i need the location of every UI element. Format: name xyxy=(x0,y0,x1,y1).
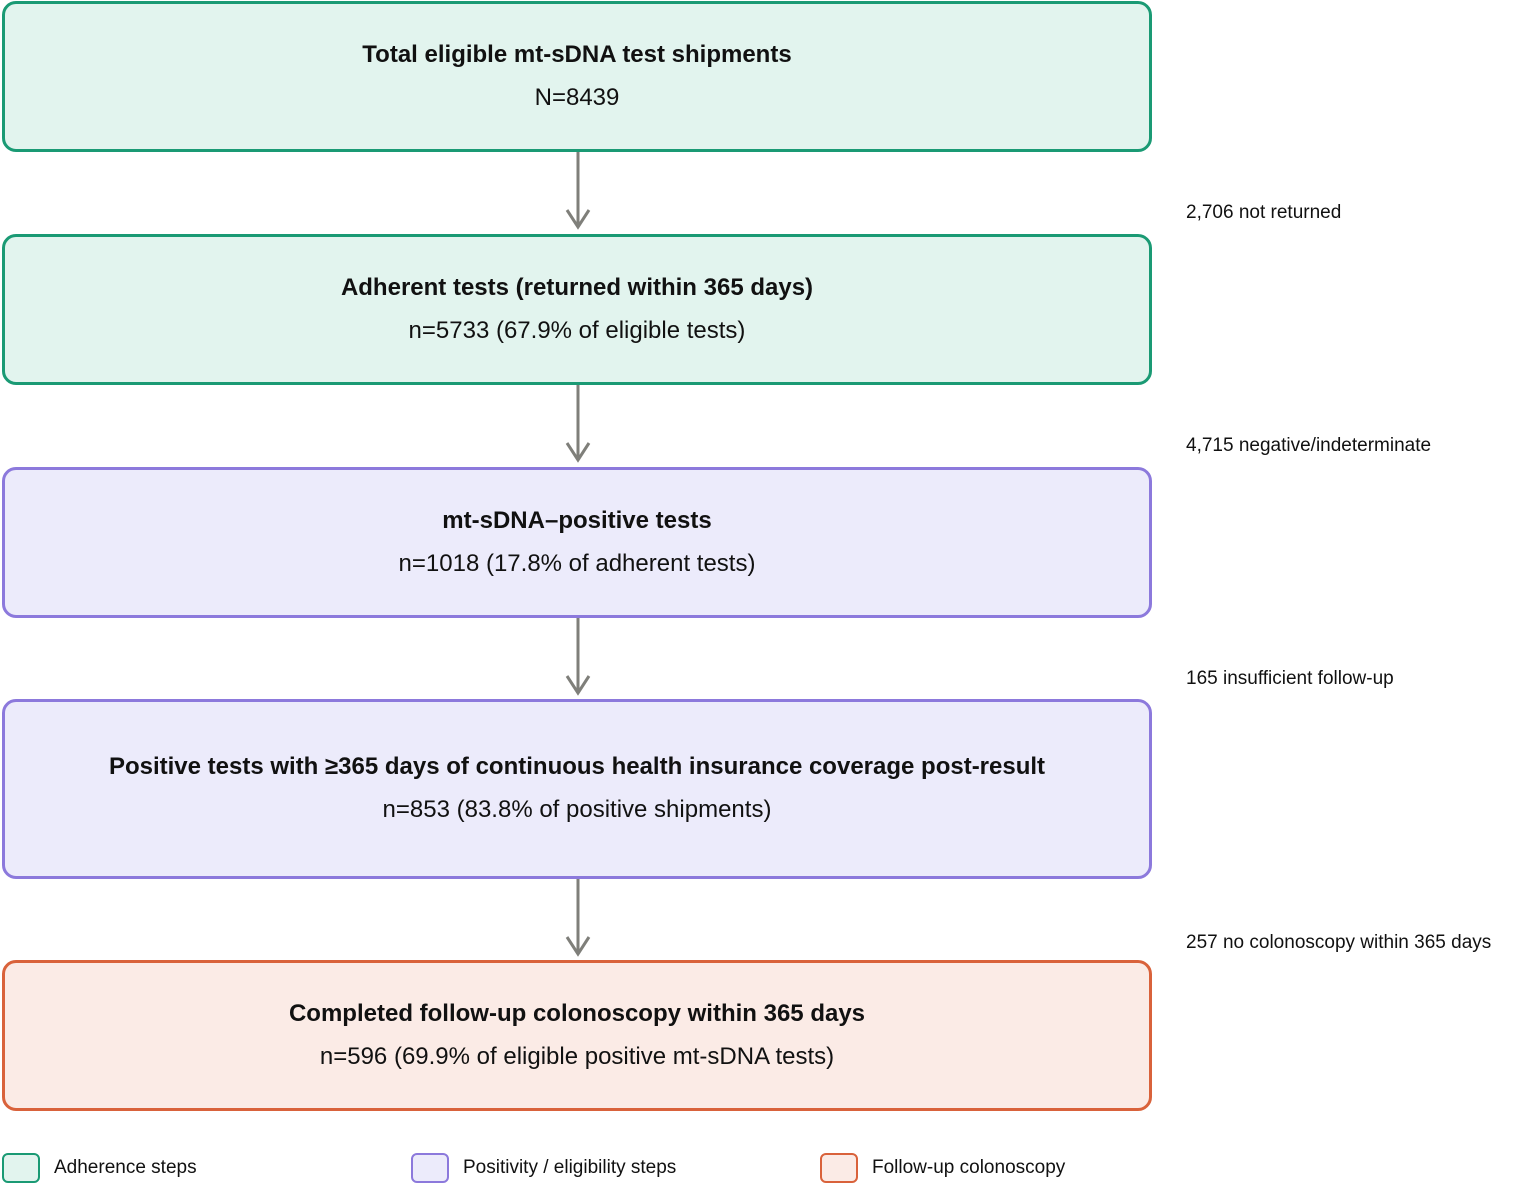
legend-item-adherence: Adherence steps xyxy=(2,1150,197,1186)
step-box-total-shipments: Total eligible mt-sDNA test shipments N=… xyxy=(2,1,1152,152)
arrow-head xyxy=(565,936,591,957)
down-arrow-icon xyxy=(565,618,591,696)
step-box-completed-colonoscopy: Completed follow-up colonoscopy within 3… xyxy=(2,960,1152,1111)
step-title: Positive tests with ≥365 days of continu… xyxy=(108,753,1046,781)
step-count: n=1018 (17.8% of adherent tests) xyxy=(398,549,756,577)
step-count: n=5733 (67.9% of eligible tests) xyxy=(408,316,746,344)
legend-swatch xyxy=(2,1153,40,1183)
exclusion-note: 165 insufficient follow-up xyxy=(1186,668,1394,689)
down-arrow-icon xyxy=(565,385,591,463)
step-title: Adherent tests (returned within 365 days… xyxy=(340,273,814,301)
step-count: N=8439 xyxy=(534,83,620,111)
legend-label: Follow-up colonoscopy xyxy=(872,1157,1066,1178)
legend-label: Positivity / eligibility steps xyxy=(463,1157,677,1178)
exclusion-note: 257 no colonoscopy within 365 days xyxy=(1186,932,1492,953)
step-box-insurance-coverage: Positive tests with ≥365 days of continu… xyxy=(2,699,1152,879)
legend-item-followup: Follow-up colonoscopy xyxy=(820,1150,1065,1186)
arrow-head xyxy=(565,209,591,230)
arrow-head xyxy=(565,442,591,463)
legend-item-positivity: Positivity / eligibility steps xyxy=(411,1150,676,1186)
arrow-head xyxy=(565,675,591,696)
legend-label: Adherence steps xyxy=(54,1157,197,1178)
exclusion-note: 4,715 negative/indeterminate xyxy=(1186,435,1432,456)
legend-swatch xyxy=(820,1153,858,1183)
step-box-adherent-tests: Adherent tests (returned within 365 days… xyxy=(2,234,1152,385)
step-title: Total eligible mt-sDNA test shipments xyxy=(362,40,792,68)
step-count: n=853 (83.8% of positive shipments) xyxy=(382,796,772,823)
step-title: mt-sDNA–positive tests xyxy=(442,506,712,534)
step-count: n=596 (69.9% of eligible positive mt-sDN… xyxy=(319,1042,835,1070)
exclusion-note: 2,706 not returned xyxy=(1186,202,1342,223)
legend-swatch xyxy=(411,1153,449,1183)
down-arrow-icon xyxy=(565,152,591,230)
step-title: Completed follow-up colonoscopy within 3… xyxy=(288,999,866,1027)
down-arrow-icon xyxy=(565,879,591,957)
step-box-positive-tests: mt-sDNA–positive tests n=1018 (17.8% of … xyxy=(2,467,1152,618)
